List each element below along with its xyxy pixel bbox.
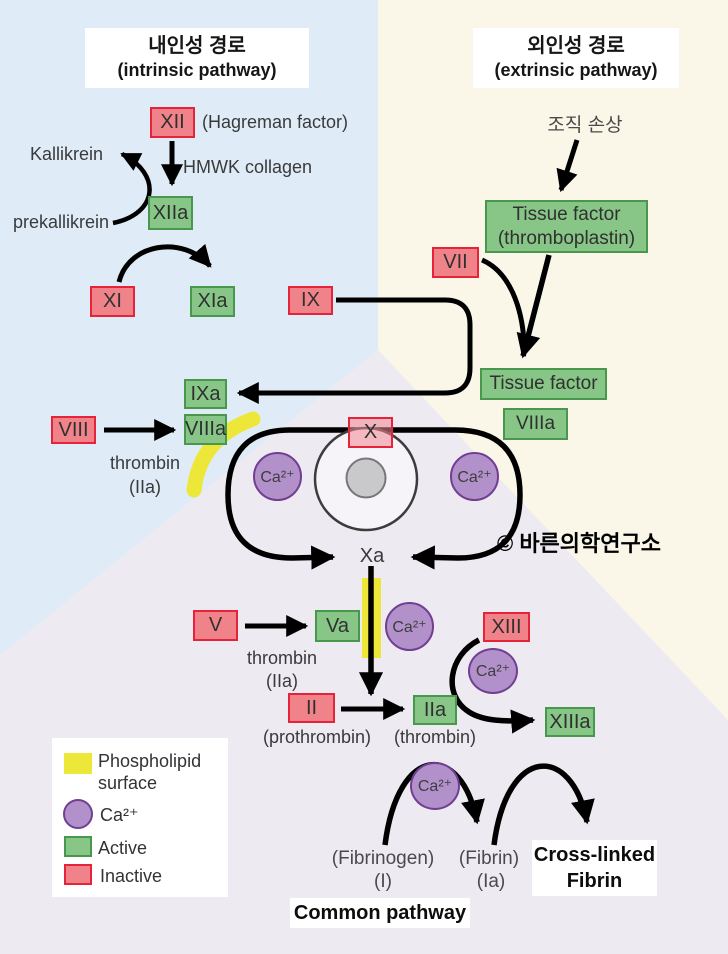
- factor-xii-box: XII: [150, 107, 195, 138]
- factor-ii-box: II: [288, 693, 335, 723]
- factor-xiii-box: XIII: [483, 612, 530, 642]
- legend-active-label: Active: [98, 838, 148, 858]
- fibrinogen-num-label: (I): [374, 871, 392, 892]
- factor-v-box: V: [193, 610, 238, 641]
- factor-ixa-box: IXa: [184, 379, 227, 409]
- intrinsic-header-english: (intrinsic pathway): [117, 60, 277, 80]
- prothrombin-label: (prothrombin): [262, 727, 372, 747]
- extrinsic-header-korean: 외인성 경로: [527, 35, 625, 57]
- iia-paren-label-1: (IIa): [128, 477, 162, 497]
- legend-calcium-swatch: [63, 799, 93, 829]
- factor-iia-box: IIa: [413, 695, 457, 725]
- phospholipid-arc: [186, 411, 261, 498]
- factor-xia-box: XIa: [190, 286, 235, 317]
- extrinsic-header-english: (extrinsic pathway): [494, 60, 658, 80]
- crosslinked-line1: Cross-linked: [533, 844, 656, 866]
- legend-active-swatch: [64, 836, 92, 857]
- tf-viiia-box: VIIIa: [503, 408, 568, 440]
- thrombin-label-1: thrombin: [109, 453, 181, 473]
- factor-xa-label: Xa: [359, 545, 385, 567]
- thrombin-paren-label: (thrombin): [393, 727, 477, 747]
- calcium-circle-5: Ca²⁺: [410, 762, 460, 810]
- arrow-thromboplastin-to-tissuefactor: [516, 254, 552, 359]
- curve-vii-join: [480, 257, 527, 343]
- iia-paren-label-2: (IIa): [265, 671, 299, 691]
- legend-phospholipid-label-line1: Phospholipid: [98, 751, 202, 771]
- extrinsic-pathway-header: 외인성 경로 (extrinsic pathway): [473, 28, 679, 88]
- arrow-fibrin-to-crosslinked: [491, 763, 595, 846]
- crosslinked-line2: Fibrin: [566, 870, 623, 892]
- factor-vii-box: VII: [432, 247, 479, 278]
- arrow-prekallikrein-to-kallikrein: [112, 151, 152, 226]
- legend-inactive-swatch: [64, 864, 92, 885]
- calcium-circle-4: Ca²⁺: [468, 648, 518, 694]
- factor-xiia-box: XIIa: [148, 196, 193, 230]
- fibrin-num-label: (Ia): [476, 871, 506, 892]
- hmwk-label: HMWK collagen: [183, 157, 313, 177]
- calcium-circle-2: Ca²⁺: [450, 452, 499, 501]
- factor-xi-box: XI: [90, 286, 135, 317]
- legend-phospholipid-label-line2: surface: [98, 773, 158, 793]
- tissue-factor-line2: (thromboplastin): [497, 227, 636, 249]
- arrow-x-to-xa-right: [372, 427, 523, 570]
- fibrinogen-label: (Fibrinogen): [331, 848, 435, 869]
- calcium-circle-3: Ca²⁺: [385, 602, 434, 651]
- arrow-tissue-damage: [556, 139, 580, 193]
- legend-inactive-label: Inactive: [100, 866, 163, 886]
- factor-va-box: Va: [315, 610, 360, 642]
- factor-ix-box: IX: [288, 286, 333, 315]
- factor-viiia-box: VIIIa: [184, 414, 227, 445]
- thrombin-label-2: thrombin: [246, 648, 318, 668]
- arrow-ix-to-ixa: [236, 297, 473, 405]
- fibrin-label: (Fibrin): [458, 848, 520, 869]
- hagreman-label: (Hagreman factor): [202, 112, 349, 132]
- legend-phospholipid-swatch: [64, 753, 92, 774]
- factor-viii-box: VIII: [51, 416, 96, 444]
- calcium-circle-1: Ca²⁺: [253, 452, 302, 501]
- intrinsic-pathway-header: 내인성 경로 (intrinsic pathway): [85, 28, 309, 88]
- arrow-xi-to-xia: [116, 243, 212, 283]
- factor-x-box: X: [348, 417, 393, 448]
- kallikrein-label: Kallikrein: [30, 144, 104, 164]
- factor-xiiia-box: XIIIa: [545, 707, 595, 737]
- nucleus-circle: [345, 457, 387, 499]
- tissue-factor-2-box: Tissue factor: [480, 368, 607, 400]
- arrow-x-to-xa-left: [225, 427, 372, 570]
- common-pathway-label: Common pathway: [290, 898, 470, 928]
- watermark: © 바른의학연구소: [497, 531, 662, 556]
- prekallikrein-label: prekallikrein: [13, 212, 110, 232]
- legend-calcium-label: Ca²⁺: [100, 805, 139, 825]
- intrinsic-header-korean: 내인성 경로: [148, 35, 246, 57]
- arrow-xiii-to-xiiia: [449, 637, 536, 734]
- tissue-factor-line1: Tissue factor: [512, 203, 621, 225]
- tissue-damage-label: 조직 손상: [547, 115, 623, 136]
- crosslinked-fibrin-box: Cross-linked Fibrin: [532, 840, 657, 896]
- tissue-factor-thromboplastin-box: Tissue factor (thromboplastin): [485, 200, 648, 253]
- legend: Phospholipid surface Ca²⁺ Active Inactiv…: [52, 738, 228, 897]
